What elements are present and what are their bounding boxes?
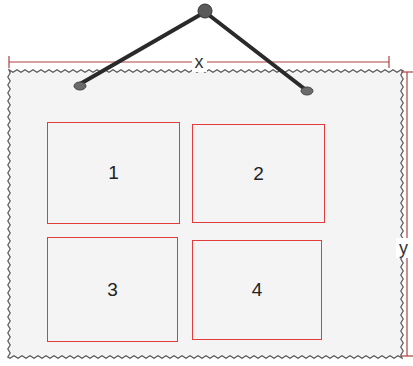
nail xyxy=(198,4,212,18)
dimension-label: x xyxy=(192,52,207,72)
dimension-tick xyxy=(401,355,413,356)
dimension-tick xyxy=(8,56,9,68)
height-dimension-line xyxy=(406,72,407,356)
dimension-tick xyxy=(388,56,389,68)
picture-slot: 2 xyxy=(192,124,325,223)
picture-slot: 1 xyxy=(47,122,180,224)
dimension-label: y xyxy=(396,238,411,258)
slot-number: 1 xyxy=(108,162,119,184)
picture-slot: 4 xyxy=(192,240,322,340)
picture-slot: 3 xyxy=(47,237,178,342)
hanging-wire xyxy=(205,12,306,90)
slot-number: 4 xyxy=(252,279,263,301)
slot-number: 3 xyxy=(107,279,118,301)
paper-sheet xyxy=(8,70,403,358)
hanging-wire xyxy=(80,12,205,84)
slot-number: 2 xyxy=(253,163,264,185)
wire-hook xyxy=(74,82,86,90)
wire-hook xyxy=(301,87,313,95)
dimension-tick xyxy=(401,71,413,72)
